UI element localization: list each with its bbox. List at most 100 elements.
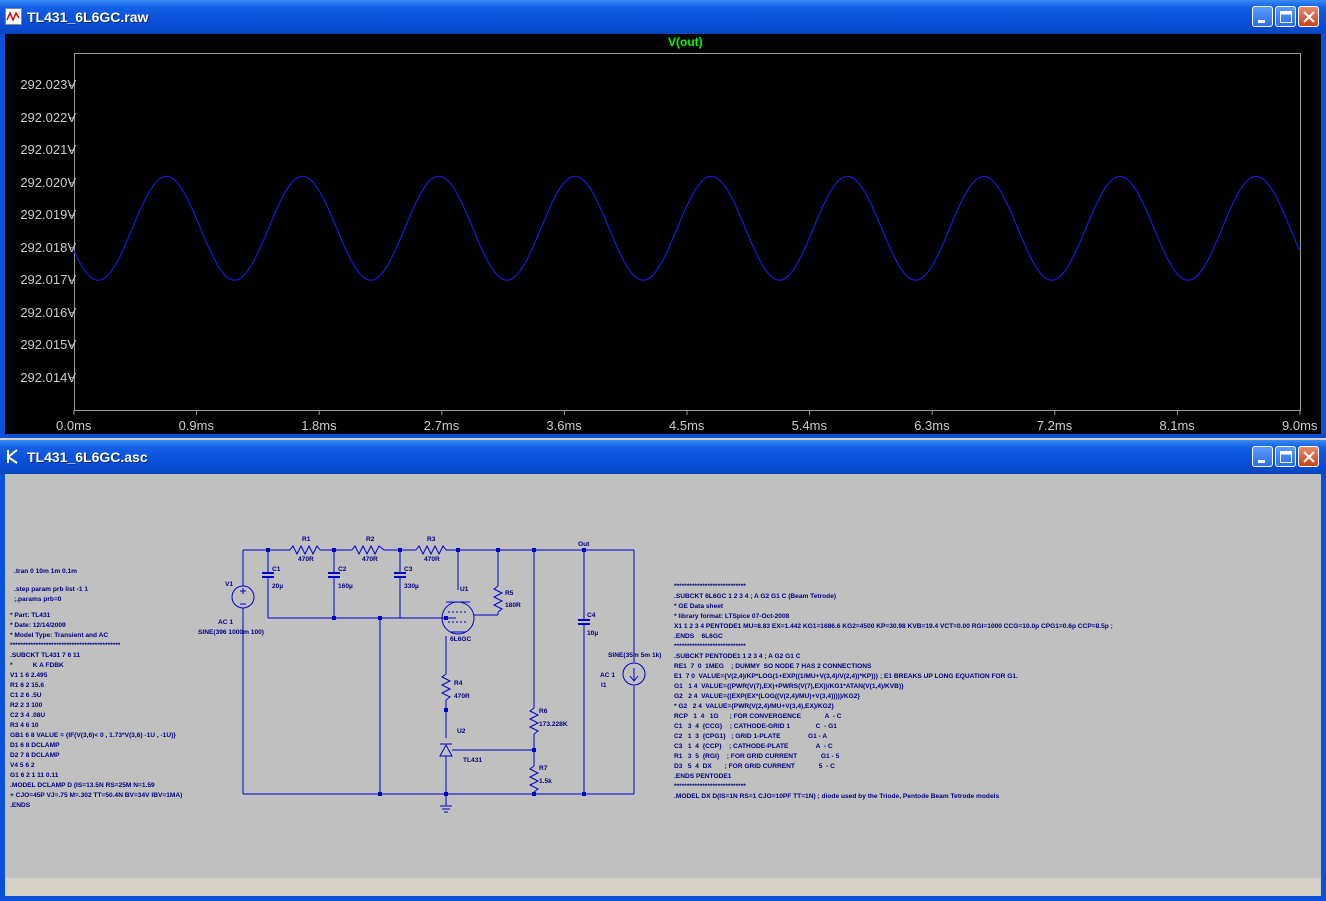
r6-label[interactable]: R6 (539, 708, 548, 715)
c4-value[interactable]: 10µ (587, 630, 599, 637)
y-tick-label: 292.014V (20, 369, 76, 385)
u1-value[interactable]: 6L6GC (450, 636, 472, 643)
netlist-line: R1 6 2 15.6 (10, 682, 45, 689)
netlist-line: * Date: 12/14/2009 (10, 622, 66, 629)
netlist-line: C1 3 4 {CCG} ; CATHODE-GRID 1 C - G1 (674, 723, 837, 730)
params-directive[interactable]: ;.params prb=0 (14, 596, 62, 603)
r5-label[interactable]: R5 (505, 590, 514, 597)
waveform-maximize-button[interactable] (1275, 6, 1296, 27)
netlist-line: C1 2 6 .5U (10, 692, 42, 699)
netlist-line: .MODEL DX D(IS=1N RS=1 CJO=10PF TT=1N) ;… (674, 793, 1000, 800)
netlist-line: R2 2 3 100 (10, 702, 43, 709)
x-tick-label: 0.9ms (178, 418, 214, 433)
netlist-line: * Model Type: Transient and AC (10, 632, 109, 639)
netlist-line: .MODEL DCLAMP D (IS=13.5N RS=25M N=1.59 (10, 782, 155, 789)
minimize-icon (1258, 20, 1265, 23)
pentode-model-text[interactable]: ****************************.SUBCKT 6L6G… (674, 582, 1113, 802)
netlist-line: * GE Data sheet (674, 603, 724, 610)
netlist-line: .ENDS 6L6GC (674, 633, 723, 640)
schematic-close-button[interactable] (1298, 446, 1319, 467)
r2-value[interactable]: 470R (362, 556, 378, 563)
c2-label[interactable]: C2 (338, 566, 347, 573)
close-icon (1303, 451, 1315, 463)
netlist-line: RCP 1 4 1G ; FOR CONVERGENCE A - C (674, 713, 842, 720)
i1-value[interactable]: SINE(35m 5m 1k) (608, 652, 662, 659)
r7-label[interactable]: R7 (539, 765, 548, 772)
netlist-line: D1 6 8 DCLAMP (10, 742, 60, 749)
netlist-line: .ENDS (10, 802, 31, 809)
r4-label[interactable]: R4 (454, 680, 463, 687)
i1-source (622, 662, 646, 686)
netlist-line: G1 1 4 VALUE={(PWR(V(7),EX)+PWRS(V(7),EX… (674, 683, 904, 690)
y-tick-label: 292.019V (20, 207, 76, 223)
y-tick-label: 292.021V (20, 142, 76, 158)
c3-label[interactable]: C3 (404, 566, 413, 573)
netlist-line: .ENDS PENTODE1 (674, 773, 732, 780)
netlist-line: RE1 7 0 1MEG ; DUMMY SO NODE 7 HAS 2 CON… (674, 663, 872, 670)
netlist-line: D3 5 4 DX ; FOR GRID CURRENT 5 - C (674, 763, 835, 770)
v1-label[interactable]: V1 (225, 581, 234, 588)
y-tick-label: 292.020V (20, 174, 76, 190)
waveform-minimize-button[interactable] (1252, 6, 1273, 27)
netlist-line: C2 3 4 .08U (10, 712, 46, 719)
y-tick-label: 292.016V (20, 304, 76, 320)
i1-label[interactable]: I1 (601, 682, 607, 689)
x-tick-label: 9.0ms (1282, 418, 1318, 433)
v1-value[interactable]: SINE(396 1000m 100) (198, 629, 264, 636)
c3-value[interactable]: 330µ (404, 583, 419, 590)
u2-value[interactable]: TL431 (463, 757, 483, 764)
circuit-diagram[interactable] (0, 440, 1326, 901)
u1-label[interactable]: U1 (460, 586, 469, 593)
y-tick-label: 292.023V (20, 77, 76, 93)
close-icon (1303, 11, 1315, 23)
c1-value[interactable]: 20µ (272, 583, 284, 590)
out-net-label[interactable]: Out (578, 541, 590, 548)
c2-value[interactable]: 160µ (338, 583, 353, 590)
waveform-close-button[interactable] (1298, 6, 1319, 27)
x-tick-label: 5.4ms (791, 418, 827, 433)
waveform-plot[interactable] (0, 0, 1326, 438)
plot-frame (74, 53, 1301, 411)
r4-value[interactable]: 470R (454, 693, 470, 700)
netlist-line: .SUBCKT TL431 7 6 11 (10, 652, 80, 659)
step-directive[interactable]: .step param prb list -1 1 (14, 586, 89, 593)
c1-label[interactable]: C1 (272, 566, 281, 573)
netlist-line: V1 1 6 2.495 (10, 672, 48, 679)
r3-value[interactable]: 470R (424, 556, 440, 563)
c4-label[interactable]: C4 (587, 612, 596, 619)
tran-directive[interactable]: .tran 0 10m 1m 0.1m (14, 568, 78, 575)
u2-label[interactable]: U2 (457, 728, 466, 735)
r7-value[interactable]: 1.5k (539, 778, 552, 785)
schematic-minimize-button[interactable] (1252, 446, 1273, 467)
minimize-icon (1258, 460, 1265, 463)
i1-ac-label: AC 1 (600, 672, 616, 679)
x-tick-label: 8.1ms (1159, 418, 1195, 433)
schematic-maximize-button[interactable] (1275, 446, 1296, 467)
tl431-model-text[interactable]: * Part: TL431* Date: 12/14/2009* Model T… (10, 611, 182, 811)
schematic-canvas[interactable] (5, 474, 1321, 878)
r2-label[interactable]: R2 (366, 536, 375, 543)
r5-value[interactable]: 180R (505, 602, 521, 609)
r3-label[interactable]: R3 (427, 536, 436, 543)
waveform-plot-area[interactable] (5, 34, 1321, 434)
schematic-titlebar[interactable]: TL431_6L6GC.asc (0, 440, 1326, 474)
r6-value[interactable]: 173.228K (539, 721, 568, 728)
netlist-line: * K A FDBK (10, 662, 64, 669)
netlist-line: **************************** (674, 583, 746, 590)
y-tick-label: 292.017V (20, 272, 76, 288)
ltspice-app-icon (7, 449, 18, 464)
v1-source (231, 585, 255, 609)
netlist-line: R3 4 6 10 (10, 722, 39, 729)
netlist-line: * G2 2 4 VALUE={PWR(V(2,4)/MU+V(3,4),EX)… (674, 703, 835, 710)
netlist-line: C3 1 4 {CCP} ; CATHODE-PLATE A - C (674, 743, 833, 750)
y-tick-label: 292.018V (20, 239, 76, 255)
x-tick-label: 4.5ms (669, 418, 705, 433)
netlist-line: * library format: LTSpice 07-Oct-2008 (674, 613, 790, 620)
trace-label[interactable]: V(out) (668, 35, 703, 49)
r1-label[interactable]: R1 (302, 536, 311, 543)
netlist-line: ****************************************… (10, 642, 121, 649)
schematic-window: TL431_6L6GC.asc (0, 440, 1326, 901)
waveform-titlebar[interactable]: TL431_6L6GC.raw (0, 0, 1326, 34)
r1-value[interactable]: 470R (298, 556, 314, 563)
